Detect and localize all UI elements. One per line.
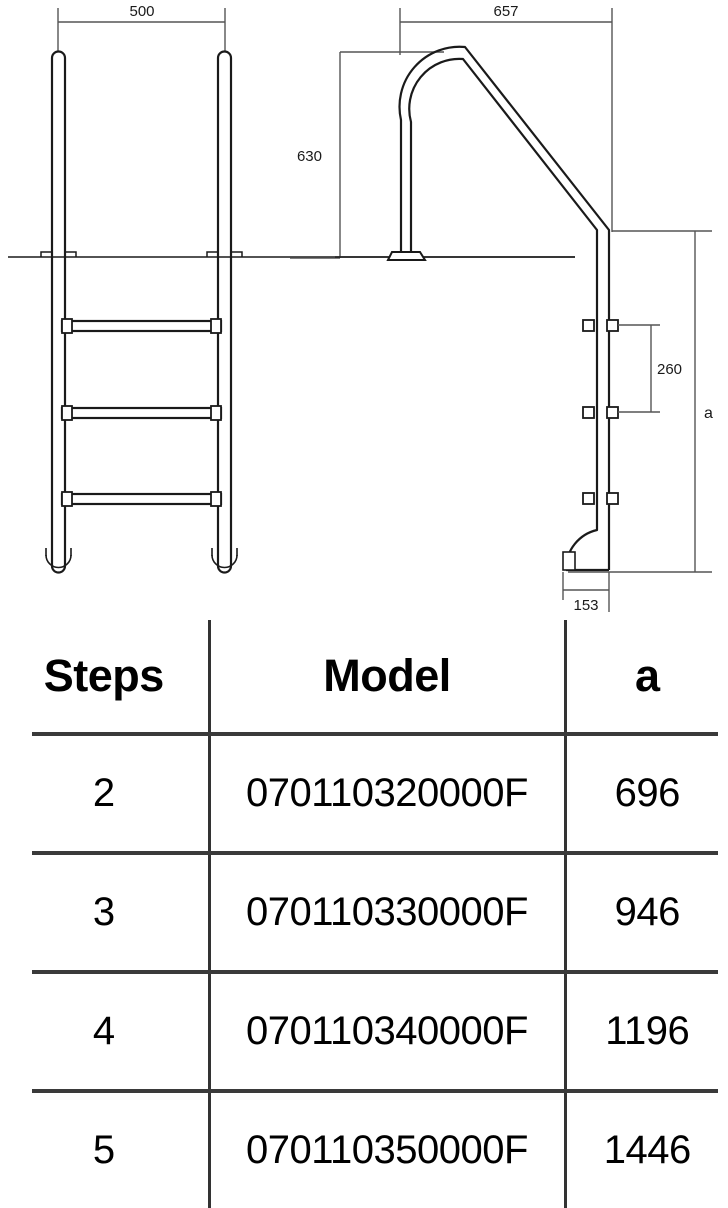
table-body: 2 070110320000F 696 3 070110330000F 946 … [0, 734, 728, 1208]
front-step-3 [60, 491, 223, 507]
header-a: a [563, 620, 728, 734]
dimension-500-label: 500 [129, 3, 154, 20]
dimension-630: 630 [290, 51, 444, 259]
front-view: 500 [8, 3, 575, 574]
table-head: Steps Model a [0, 620, 728, 734]
header-steps: Steps [43, 650, 165, 701]
dimension-260-label: 260 [657, 361, 682, 378]
front-step-1 [60, 318, 223, 334]
cell-steps: 5 [92, 1128, 115, 1172]
cell-model: 070110330000F [207, 853, 565, 972]
cell-steps: 2 [92, 771, 115, 815]
cell-a: 696 [563, 734, 728, 853]
dimension-500: 500 [57, 3, 226, 52]
side-handrail [398, 45, 611, 570]
model-spec-table: Steps Model a 2 070110320000F 696 3 0701… [0, 620, 728, 1208]
table-header-row: Steps Model a [0, 620, 728, 734]
front-left-stile-foot [45, 548, 72, 569]
table-row: 3 070110330000F 946 [0, 853, 728, 972]
front-step-2 [60, 405, 223, 421]
header-model: Model [207, 620, 565, 734]
side-step-brackets [582, 319, 619, 505]
cell-a: 946 [563, 853, 728, 972]
dimension-657-label: 657 [493, 3, 518, 20]
dimension-630-label: 630 [297, 148, 322, 165]
dimension-657: 657 [399, 3, 613, 232]
drawing-canvas: 500 [8, 3, 713, 614]
front-left-stile [50, 50, 67, 574]
front-right-stile-foot [211, 548, 238, 569]
front-right-stile [216, 50, 233, 574]
cell-a: 1446 [563, 1091, 728, 1208]
cell-a: 1196 [563, 972, 728, 1091]
table-row: 4 070110340000F 1196 [0, 972, 728, 1091]
dimension-153-label: 153 [573, 597, 598, 614]
side-base-flange [386, 251, 427, 261]
table-row: 2 070110320000F 696 [0, 734, 728, 853]
rule-left-mask [0, 620, 32, 1200]
cell-steps: 3 [92, 890, 115, 934]
cell-model: 070110350000F [207, 1091, 565, 1208]
table-row: 5 070110350000F 1446 [0, 1091, 728, 1208]
spec-table: Steps Model a 2 070110320000F 696 3 0701… [0, 620, 728, 1208]
cell-steps: 4 [92, 1009, 115, 1053]
cell-model: 070110340000F [207, 972, 565, 1091]
side-view: 657 630 [290, 3, 713, 614]
dimension-a-label: a [704, 405, 713, 422]
dimension-153: 153 [562, 572, 610, 614]
front-escutcheon-plates [40, 251, 243, 257]
dimension-260: 260 [618, 324, 682, 413]
side-rail-foot [562, 551, 609, 572]
rule-right-mask [718, 620, 728, 1200]
dimension-a: a [568, 230, 713, 573]
cell-model: 070110320000F [207, 734, 565, 853]
